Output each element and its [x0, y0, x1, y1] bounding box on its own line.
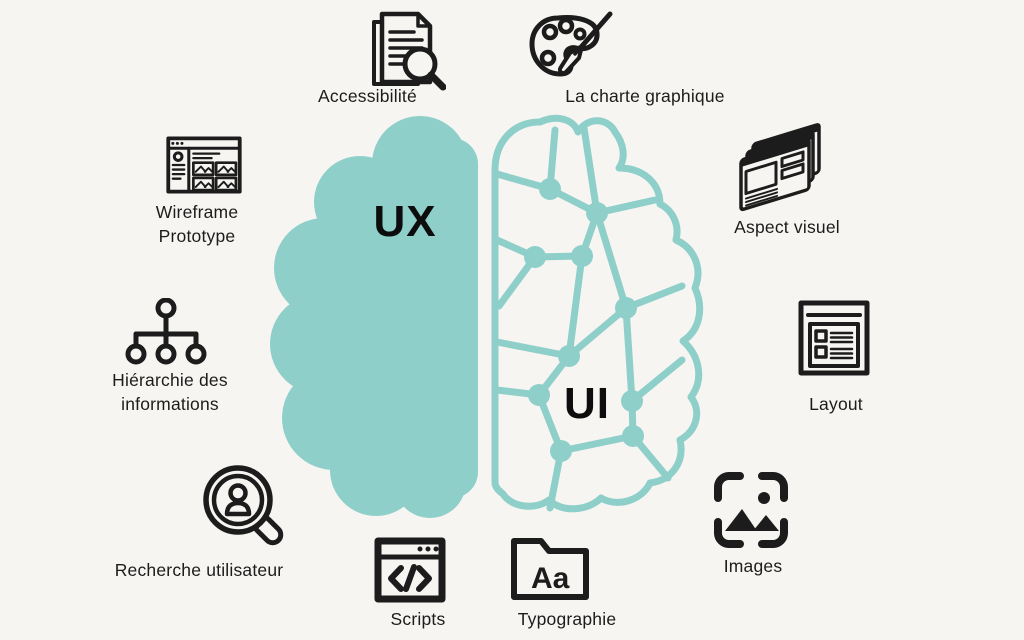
- typography-sample-text: Aa: [531, 562, 570, 595]
- typography-folder-icon: Aa: [511, 538, 589, 600]
- item-charte-label: La charte graphique: [565, 86, 725, 106]
- item-accessibilite-label: Accessibilité: [318, 86, 417, 106]
- item-images-label: Images: [723, 556, 783, 576]
- stacked-cards-icon: [739, 123, 821, 212]
- image-frame-icon: [714, 472, 788, 548]
- item-wireframe-label: Wireframe Prototype: [155, 202, 239, 246]
- browser-wireframe-icon: [166, 136, 242, 194]
- brain-right-half-icon: [491, 114, 704, 513]
- neural-network-nodes: [524, 178, 644, 462]
- document-magnifier-icon: [372, 11, 446, 91]
- code-window-icon: [374, 537, 446, 603]
- item-scripts-label: Scripts: [390, 609, 446, 629]
- user-search-icon: [203, 465, 284, 546]
- hierarchy-tree-icon: [125, 298, 207, 365]
- brain-illustration: [270, 114, 704, 518]
- item-typographie-label: Typographie: [517, 609, 617, 629]
- ux-label: UX: [373, 197, 437, 246]
- item-hierarchie-label: Hiérarchie des informations: [112, 370, 228, 414]
- item-layout-label: Layout: [809, 394, 863, 414]
- brain-left-half-icon: [270, 116, 478, 518]
- layout-window-icon: [798, 300, 870, 376]
- palette-brush-icon: [529, 11, 613, 77]
- ui-label: UI: [564, 379, 610, 428]
- item-aspect-label: Aspect visuel: [734, 217, 840, 237]
- item-recherche-label: Recherche utilisateur: [114, 560, 284, 580]
